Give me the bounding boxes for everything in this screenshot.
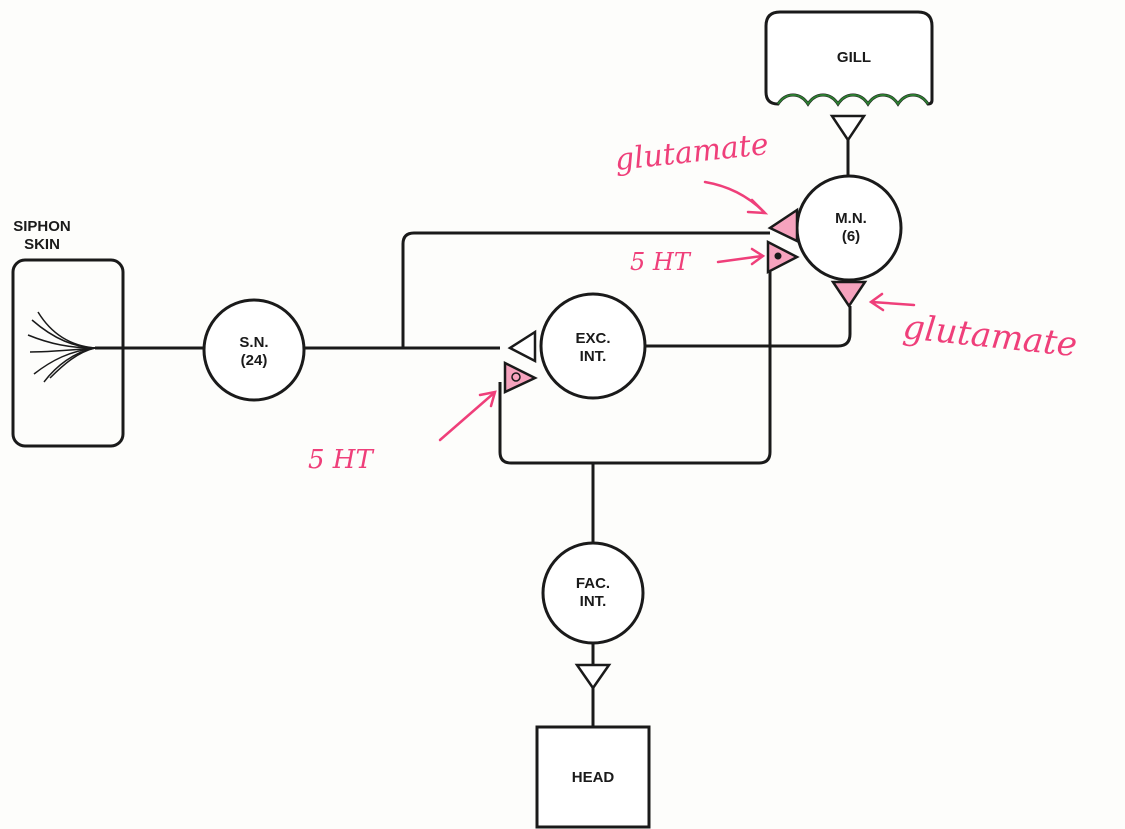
fac-mn-synapse-icon — [768, 242, 797, 272]
arrow-icon — [872, 302, 914, 305]
exc-mn-synapse-icon — [833, 282, 865, 306]
exc-to-mn-line — [645, 306, 850, 346]
arrow-icon — [705, 182, 764, 212]
mn-label-line1: M.N. — [835, 210, 867, 227]
facilitating-interneuron-node: FAC. INT. — [543, 543, 643, 688]
siphon-skin-box — [13, 260, 123, 446]
serotonin-annotation-upper: 5 HT — [630, 248, 692, 276]
head-label: HEAD — [572, 769, 615, 786]
siphon-label-line2: SKIN — [24, 236, 60, 253]
mn-gill-synapse-icon — [832, 116, 864, 140]
sensory-neuron-node: S.N. (24) — [204, 300, 304, 400]
vesicle-icon — [775, 253, 782, 260]
mn-label-line2: (6) — [842, 228, 860, 245]
fac-label-line2: INT. — [580, 593, 607, 610]
gill-label: GILL — [837, 49, 871, 66]
sn-label-line1: S.N. — [239, 334, 268, 351]
head-node: HEAD — [537, 727, 649, 827]
motor-neuron-node: M.N. (6) — [768, 176, 901, 306]
glutamate-annotation-right: glutamate — [901, 307, 1079, 365]
sn-exc-synapse-icon — [510, 332, 535, 361]
gill-node: GILL — [766, 12, 932, 140]
siphon-label-line1: SIPHON — [13, 218, 71, 235]
glutamate-annotation-top: glutamate — [613, 127, 770, 178]
sn-mn-synapse-icon — [770, 210, 797, 241]
sn-label-line2: (24) — [241, 352, 268, 369]
nerve-ending-icon — [28, 312, 95, 382]
siphon-skin-node: SIPHON SKIN — [13, 218, 123, 446]
fac-label-line1: FAC. — [576, 575, 610, 592]
arrow-icon — [440, 393, 494, 440]
exc-label-line1: EXC. — [575, 330, 610, 347]
fac-head-synapse-icon — [577, 665, 609, 688]
serotonin-annotation-lower: 5 HT — [308, 445, 374, 475]
connections — [95, 140, 850, 727]
exc-label-line2: INT. — [580, 348, 607, 365]
annotations: glutamate 5 HT glutamate 5 HT — [308, 127, 1079, 475]
excitatory-interneuron-node: EXC. INT. — [505, 294, 645, 398]
